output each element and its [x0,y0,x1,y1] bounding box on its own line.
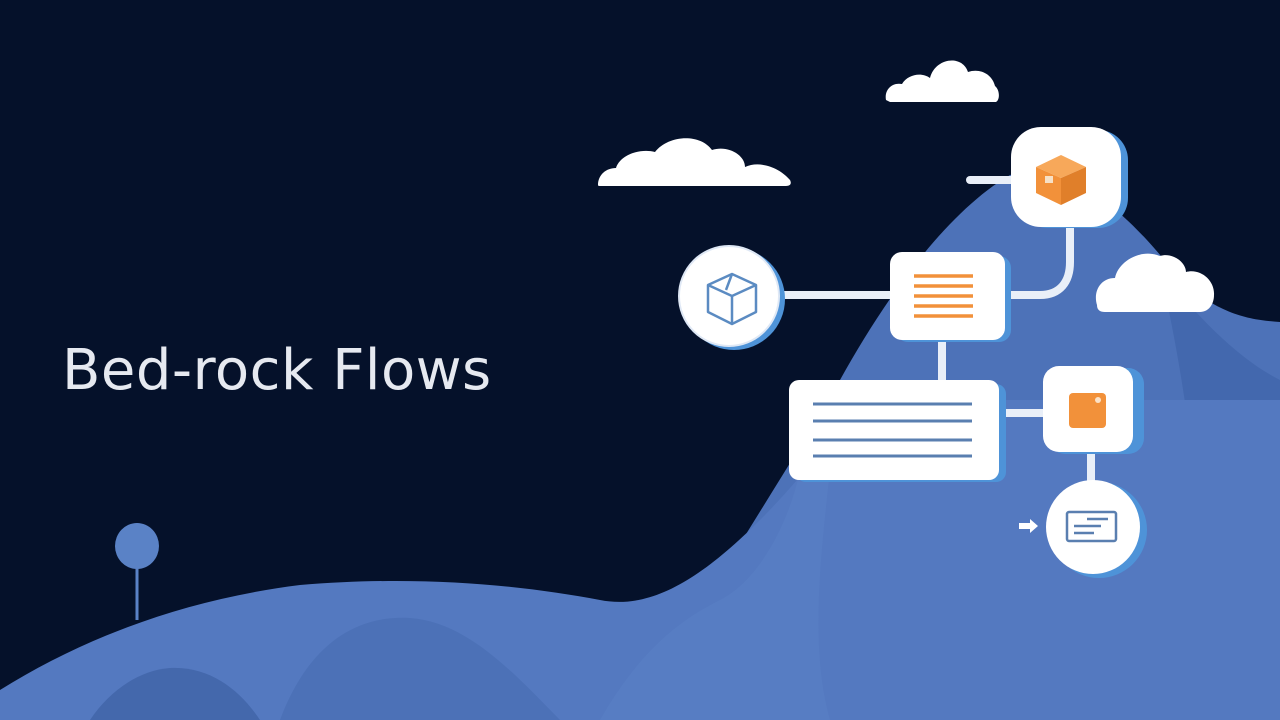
blue-lines-icon [813,402,972,458]
text-block-node[interactable] [789,380,1006,482]
hill-mid [600,470,830,720]
hill-back-mid [280,617,560,720]
cloud-icon [885,60,999,102]
arrow-icon [1019,519,1038,533]
orange-lines-icon [914,274,973,318]
page-title: Bed-rock Flows [62,338,492,403]
orange-box-node[interactable] [1011,127,1128,228]
orange-list-node[interactable] [890,252,1011,342]
cloud-icon [1095,253,1215,312]
connector-lines [766,176,1095,492]
hill-back-left [90,667,260,720]
cube-outline-node[interactable] [678,245,785,350]
orange-square-node[interactable] [1043,366,1144,454]
tree-icon [115,523,159,620]
orange-square-icon [1069,393,1106,428]
cube-outline-icon [706,272,758,326]
card-node[interactable] [1046,480,1147,578]
cloud-icon [598,138,791,186]
card-icon [1065,510,1118,543]
package-box-icon [1036,155,1086,205]
